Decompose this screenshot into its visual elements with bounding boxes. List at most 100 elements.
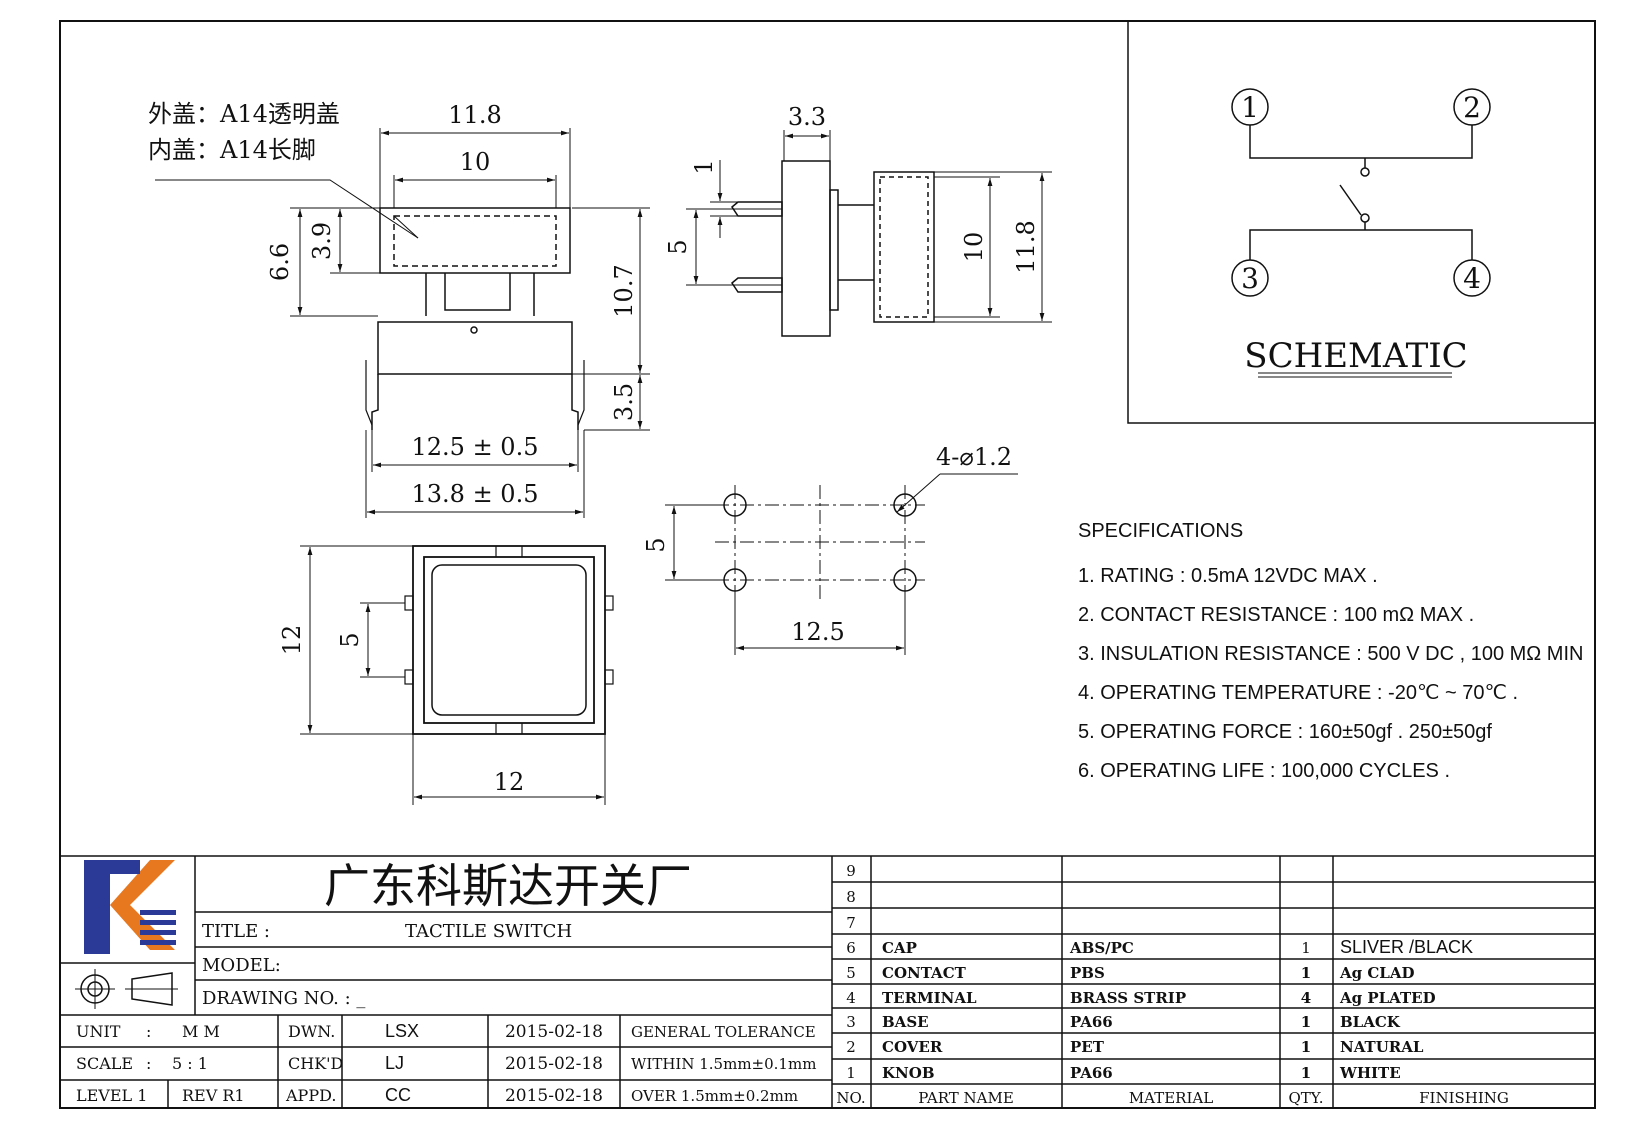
bom-row: 9	[846, 862, 856, 880]
bom-header-no: NO.	[836, 1089, 865, 1107]
side-view	[686, 130, 1052, 337]
bom-header: NO. PART NAME MATERIAL QTY. FINISHING	[836, 1089, 1509, 1107]
specifications-heading: SPECIFICATIONS	[1078, 520, 1244, 542]
bom-material: PA66	[1070, 1013, 1113, 1031]
dim-pcb-pitch-y: 5	[642, 537, 670, 552]
dim-pin-pitch: 5	[664, 239, 692, 254]
title-block-text: 广东科斯达开关厂 TITLE : TACTILE SWITCH MODEL: D…	[76, 859, 816, 1106]
spec-line: 1. RATING : 0.5mA 12VDC MAX .	[1078, 565, 1378, 587]
chk-name: LJ	[385, 1053, 404, 1073]
chk-date: 2015-02-18	[505, 1054, 603, 1074]
dim-inner-width: 10	[460, 148, 491, 176]
bom-material: BRASS STRIP	[1070, 989, 1186, 1007]
bom-header-part: PART NAME	[918, 1089, 1014, 1107]
spec-line: 2. CONTACT RESISTANCE : 100 mΩ MAX .	[1078, 604, 1475, 626]
tolerance-over: OVER 1.5mm±0.2mm	[631, 1087, 798, 1105]
front-view-labels: 外盖：A14透明盖 内盖：A14长脚 11.8 10 6.6 3.9 10.7 …	[148, 100, 638, 508]
dim-leg-span-outer: 13.8 ± 0.5	[412, 480, 539, 508]
company-logo	[84, 860, 176, 954]
bom-part: CAP	[882, 939, 917, 957]
appd-name: CC	[385, 1085, 411, 1105]
bom-row: 5 CONTACT PBS 1 Ag CLAD	[846, 964, 1414, 982]
appd-label: APPD.	[285, 1086, 336, 1105]
spec-line: 4. OPERATING TEMPERATURE : -20℃ ~ 70℃ .	[1078, 682, 1519, 704]
spec-line: 3. INSULATION RESISTANCE : 500 V DC , 10…	[1078, 643, 1584, 665]
pin-3-label: 3	[1241, 262, 1259, 295]
dim-depth: 3.3	[788, 103, 826, 131]
chk-label: CHK'D	[288, 1054, 343, 1073]
title-label: TITLE :	[202, 921, 270, 942]
dim-body-height: 10.7	[610, 264, 638, 317]
bom-no: 6	[846, 939, 856, 957]
bom-no: 1	[846, 1064, 856, 1082]
bom-finishing: Ag CLAD	[1339, 964, 1414, 982]
dim-cap-height: 3.9	[308, 222, 336, 260]
sheet-border	[59, 20, 1596, 1109]
bom-row: 7	[846, 914, 856, 932]
scale-sep: :	[146, 1054, 151, 1073]
bom-finishing: SLIVER /BLACK	[1340, 937, 1473, 957]
bom-header-finishing: FINISHING	[1419, 1089, 1509, 1107]
bom-qty: 1	[1301, 939, 1311, 957]
spec-line: 5. OPERATING FORCE : 160±50gf . 250±50gf	[1078, 721, 1492, 743]
bom-no: 8	[846, 888, 856, 906]
dim-leg-length: 3.5	[610, 383, 638, 421]
side-view-labels: 3.3 1 5 10 11.8	[664, 103, 1040, 274]
bom-row: 3 BASE PA66 1 BLACK	[846, 1013, 1401, 1031]
dim-side-outer: 11.8	[1012, 220, 1040, 273]
scale-label: SCALE	[76, 1054, 133, 1073]
dim-cap-width: 11.8	[448, 101, 501, 129]
bom-part: KNOB	[882, 1064, 935, 1082]
bom-part: CONTACT	[882, 964, 967, 982]
dim-pad-pitch: 5	[336, 632, 364, 647]
specifications: SPECIFICATIONS 1. RATING : 0.5mA 12VDC M…	[1078, 520, 1638, 791]
pin-2-label: 2	[1463, 91, 1481, 124]
bom-row: 2 COVER PET 1 NATURAL	[846, 1038, 1424, 1056]
bom-no: 7	[846, 914, 856, 932]
top-view-labels: 12 5 12	[278, 625, 524, 796]
bom-finishing: Ag PLATED	[1339, 989, 1436, 1007]
dim-hole: 4-⌀1.2	[936, 443, 1012, 471]
bom-finishing: WHITE	[1339, 1064, 1401, 1082]
unit-sep: :	[146, 1022, 151, 1041]
bom-part: BASE	[882, 1013, 929, 1031]
rev-label: REV R1	[182, 1086, 245, 1105]
front-view	[155, 128, 650, 518]
cover-label-inner: 内盖：A14长脚	[148, 136, 316, 164]
bom-row: 6 CAP ABS/PC 1 SLIVER /BLACK	[846, 937, 1473, 957]
unit-value: M M	[182, 1022, 220, 1041]
dwn-date: 2015-02-18	[505, 1022, 603, 1042]
unit-label: UNIT	[76, 1022, 121, 1041]
bom-row: 4 TERMINAL BRASS STRIP 4 Ag PLATED	[846, 989, 1435, 1007]
dim-pcb-pitch-x: 12.5	[791, 618, 844, 646]
bom-no: 2	[846, 1038, 856, 1056]
bom-finishing: NATURAL	[1340, 1038, 1424, 1056]
level-label: LEVEL 1	[76, 1086, 147, 1105]
bom-qty: 1	[1301, 964, 1311, 982]
bom-material: PA66	[1070, 1064, 1113, 1082]
schematic-diagram	[1231, 88, 1491, 378]
bom-qty: 4	[1301, 989, 1311, 1007]
dim-pin-offset: 1	[690, 159, 718, 174]
dwn-name: LSX	[385, 1021, 419, 1041]
company-name: 广东科斯达开关厂	[324, 859, 692, 913]
pin-1-label: 1	[1241, 91, 1259, 124]
bom-no: 3	[846, 1013, 856, 1031]
bom-qty: 1	[1301, 1013, 1311, 1031]
model-label: MODEL:	[202, 955, 281, 976]
bom-material: ABS/PC	[1069, 939, 1134, 957]
projection-symbol-icon	[75, 969, 178, 1009]
pin-4-label: 4	[1463, 262, 1481, 295]
bom-no: 9	[846, 862, 856, 880]
title-value: TACTILE SWITCH	[405, 921, 572, 942]
dim-total-height: 6.6	[266, 243, 294, 281]
bom-qty: 1	[1301, 1038, 1311, 1056]
bom-qty: 1	[1301, 1064, 1311, 1082]
schematic-frame	[1127, 20, 1596, 424]
drawing-no-label: DRAWING NO. : _	[202, 988, 365, 1009]
bom-row: 8	[846, 888, 856, 906]
bom-finishing: BLACK	[1340, 1013, 1401, 1031]
dim-top-height: 12	[278, 625, 306, 656]
schematic-title: SCHEMATIC	[1244, 336, 1467, 376]
